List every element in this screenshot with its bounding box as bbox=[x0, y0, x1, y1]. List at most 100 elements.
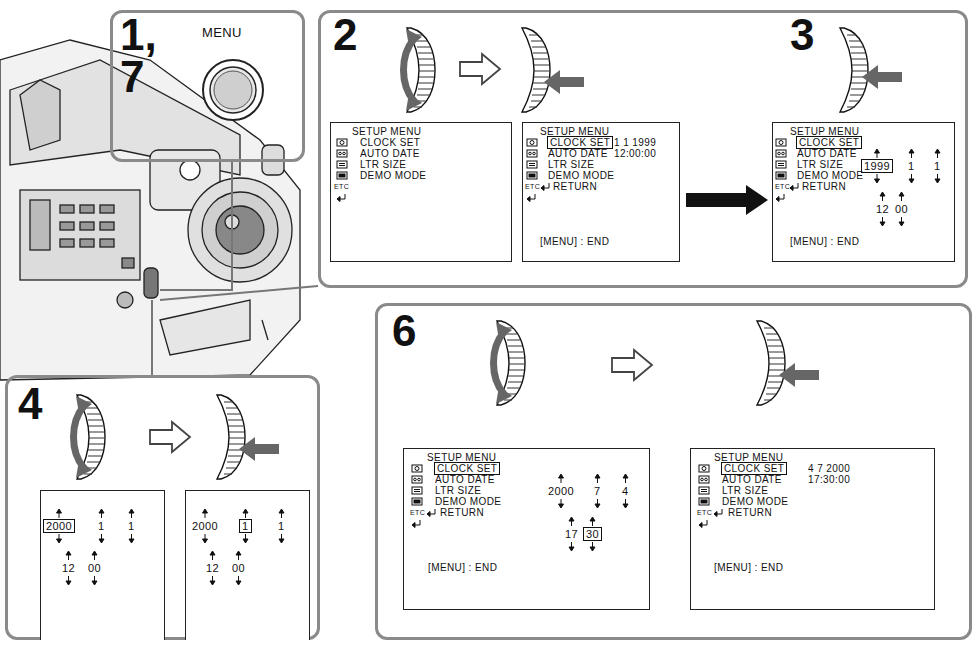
screen-text: 12 bbox=[62, 562, 75, 574]
screen-text: 4 7 2000 bbox=[808, 463, 850, 474]
screen-text: RETURN bbox=[440, 507, 484, 518]
screen-text: CLOCK SET bbox=[360, 137, 420, 148]
menu-icon bbox=[337, 161, 347, 168]
screen-text: [MENU] : END bbox=[428, 562, 497, 573]
screen-text: 00 bbox=[232, 562, 245, 574]
menu-screen-detail: 2000111200 bbox=[40, 490, 165, 640]
screen-text: AUTO DATE bbox=[360, 148, 420, 159]
screen-text: 1 bbox=[278, 520, 285, 532]
screen-text: 7 bbox=[594, 485, 601, 497]
menu-icon bbox=[714, 509, 722, 517]
menu-icon bbox=[699, 487, 709, 494]
step-number: 2 bbox=[333, 14, 373, 56]
up-down-arrows bbox=[279, 509, 284, 543]
screen-text: 2000 bbox=[548, 485, 574, 497]
menu-icon bbox=[776, 150, 786, 157]
menu-button bbox=[203, 60, 263, 120]
screen-text: SETUP MENU bbox=[714, 452, 783, 463]
screen-text: 2000 bbox=[44, 520, 74, 532]
screen-text: 12 bbox=[876, 203, 889, 215]
screen-text: 30 bbox=[584, 528, 601, 540]
screen-text: 2000 bbox=[192, 520, 218, 532]
menu-icon bbox=[527, 161, 537, 168]
screen-text: SETUP MENU bbox=[427, 452, 496, 463]
screen-text: 17:30:00 bbox=[808, 474, 850, 485]
step-panel: 420001112002000111200 bbox=[5, 375, 320, 640]
screen-text: LTR SIZE bbox=[548, 159, 594, 170]
screen-text: 1 bbox=[98, 520, 105, 532]
screen-text: [MENU] : END bbox=[540, 236, 609, 247]
menu-icon bbox=[699, 498, 709, 505]
screen-text: ETC bbox=[334, 183, 349, 191]
menu-icon bbox=[337, 139, 347, 146]
screen-text: ETC bbox=[775, 183, 790, 191]
menu-icon bbox=[527, 150, 537, 157]
screen-text: DEMO MODE bbox=[797, 170, 863, 181]
up-down-arrows bbox=[935, 149, 940, 183]
step-number: 1, 7 bbox=[120, 14, 160, 98]
screen-text: 00 bbox=[88, 562, 101, 574]
screen-text: RETURN bbox=[728, 507, 772, 518]
screen-text: SETUP MENU bbox=[790, 126, 859, 137]
menu-screen: SETUP MENUCLOCK SETAUTO DATELTR SIZEDEMO… bbox=[772, 122, 955, 262]
screen-text: ETC bbox=[410, 509, 425, 517]
screen-text: CLOCK SET bbox=[548, 137, 612, 148]
step-panel: 23SETUP MENUCLOCK SETAUTO DATELTR SIZEDE… bbox=[318, 10, 968, 288]
screen-text: AUTO DATE bbox=[435, 474, 495, 485]
screen-text: AUTO DATE bbox=[797, 148, 857, 159]
menu-screen: SETUP MENUCLOCK SET4 7 200017:30:00AUTO … bbox=[690, 448, 935, 610]
flow-arrow bbox=[686, 185, 768, 215]
screen-text: 4 bbox=[622, 485, 629, 497]
menu-icon bbox=[776, 194, 784, 202]
screen-text: CLOCK SET bbox=[722, 463, 786, 474]
screen-text: DEMO MODE bbox=[548, 170, 614, 181]
screen-text: 1999 bbox=[862, 160, 892, 172]
up-down-arrows bbox=[129, 509, 134, 543]
screen-text: 1 bbox=[908, 160, 915, 172]
up-down-arrows bbox=[623, 474, 628, 508]
button-label: MENU bbox=[202, 26, 242, 40]
menu-icon bbox=[412, 476, 422, 483]
step-number: 3 bbox=[790, 14, 830, 56]
screen-text: ETC bbox=[525, 183, 540, 191]
up-down-arrows bbox=[99, 509, 104, 543]
menu-screen: SETUP MENUCLOCK SET1 1 199912:00:00AUTO … bbox=[522, 122, 680, 262]
menu-icon bbox=[699, 476, 709, 483]
menu-screen: SETUP MENUCLOCK SETAUTO DATELTR SIZEDEMO… bbox=[403, 448, 650, 610]
screen-text: 12:00:00 bbox=[614, 148, 656, 159]
screen-text: RETURN bbox=[553, 181, 597, 192]
step-panel: 6SETUP MENUCLOCK SETAUTO DATELTR SIZEDEM… bbox=[375, 303, 972, 640]
menu-icon bbox=[412, 487, 422, 494]
menu-icon bbox=[427, 509, 435, 517]
step-number: 4 bbox=[18, 383, 58, 425]
screen-text: [MENU] : END bbox=[790, 236, 859, 247]
screen-text: CLOCK SET bbox=[797, 137, 861, 148]
menu-screen-detail: 2000111200 bbox=[185, 490, 310, 640]
menu-icon bbox=[699, 465, 709, 472]
screen-text: DEMO MODE bbox=[360, 170, 426, 181]
screen-text: SETUP MENU bbox=[540, 126, 609, 137]
menu-icon bbox=[412, 465, 422, 472]
menu-icon bbox=[337, 150, 347, 157]
up-down-arrows bbox=[909, 149, 914, 183]
menu-icon bbox=[541, 183, 549, 191]
screen-text: ETC bbox=[697, 509, 712, 517]
screen-text: LTR SIZE bbox=[360, 159, 406, 170]
menu-icon bbox=[776, 139, 786, 146]
menu-icon bbox=[527, 139, 537, 146]
menu-icon bbox=[776, 161, 786, 168]
screen-text: 12 bbox=[206, 562, 219, 574]
step-panel: 1, 7 MENU bbox=[110, 10, 305, 162]
screen-symbols bbox=[331, 123, 513, 263]
screen-text: 17 bbox=[565, 528, 578, 540]
menu-icon bbox=[527, 194, 535, 202]
menu-icon bbox=[412, 520, 420, 528]
leader-lines bbox=[152, 162, 318, 375]
menu-icon bbox=[776, 172, 786, 179]
screen-text: LTR SIZE bbox=[722, 485, 768, 496]
step-number: 6 bbox=[392, 310, 432, 352]
screen-text: DEMO MODE bbox=[722, 496, 788, 507]
screen-symbols bbox=[41, 491, 166, 641]
menu-icon bbox=[790, 183, 798, 191]
